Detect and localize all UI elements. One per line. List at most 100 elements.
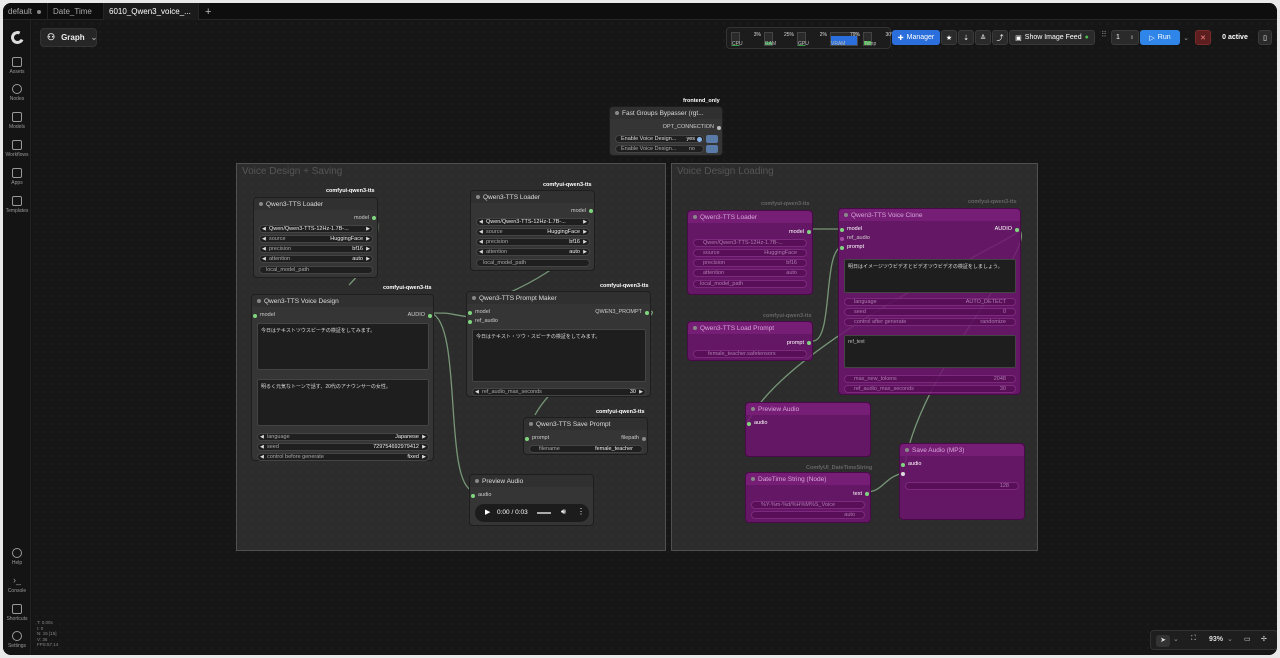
- toggle-panel-button[interactable]: ▯: [1258, 30, 1272, 45]
- show-image-feed-button[interactable]: ▣Show Image Feed●: [1009, 30, 1095, 45]
- node-qwen3-tts-save-prompt[interactable]: Qwen3-TTS Save Prompt prompt filepath fi…: [523, 417, 648, 455]
- node-fast-groups-bypasser[interactable]: Fast Groups Bypasser (rgt... OPT_CONNECT…: [609, 106, 723, 156]
- sidebar-item-shortcuts[interactable]: Shortcuts: [3, 604, 31, 622]
- node-header[interactable]: Qwen3-TTS Loader: [254, 198, 377, 210]
- local-model-path-input[interactable]: local_model_path: [259, 266, 373, 274]
- ref-text-input[interactable]: 今日はテキスト・ツウ・スピーチの検証をしてみます。: [472, 329, 646, 382]
- node-header[interactable]: Qwen3-TTS Voice Design: [252, 295, 433, 307]
- output-slot[interactable]: [372, 216, 376, 220]
- instruct-input[interactable]: 明るく元気なトーンで話す、20代のアナウンサーの女性。: [257, 379, 429, 426]
- output-slot[interactable]: [642, 437, 646, 441]
- stack-button[interactable]: ≙: [975, 30, 991, 45]
- toggle-row[interactable]: Enable Voice Design... no: [615, 145, 704, 153]
- queue-active-button[interactable]: 0 active: [1216, 30, 1254, 45]
- select-tool-icon[interactable]: ➤: [1156, 635, 1170, 647]
- node-save-audio-mp3[interactable]: Save Audio (MP3) audio 128: [899, 443, 1025, 520]
- input-slot[interactable]: [253, 314, 257, 318]
- node-qwen3-tts-voice-clone[interactable]: Qwen3-TTS Voice Clone model ref_audio pr…: [838, 208, 1021, 395]
- audio-progress-bar[interactable]: [537, 512, 551, 514]
- graph-view-button[interactable]: ⚇ Graph ⌄: [40, 28, 97, 47]
- minimap-icon[interactable]: ▭: [1244, 636, 1251, 643]
- favorites-button[interactable]: ★: [941, 30, 957, 45]
- model-select[interactable]: Qwen/Qwen3-TTS-12Hz-1.7B-...: [693, 239, 807, 247]
- stepper-arrows-icon[interactable]: ⇕: [1129, 34, 1134, 41]
- audio-player[interactable]: ▶ 0:00 / 0:03 🔊︎ ⋮: [475, 504, 589, 522]
- node-preview-audio-bypassed[interactable]: Preview Audio audio: [745, 402, 871, 457]
- more-options-icon[interactable]: ⋮: [577, 507, 585, 516]
- sidebar-item-models[interactable]: Models: [3, 112, 31, 130]
- navigate-arrow-icon[interactable]: [706, 135, 718, 143]
- node-header[interactable]: Qwen3-TTS Loader: [688, 211, 812, 223]
- play-icon[interactable]: ▶: [485, 509, 491, 516]
- node-datetime-string[interactable]: DateTime String (Node) text %Y-%m-%d/%H%…: [745, 472, 871, 523]
- output-slot[interactable]: [807, 341, 811, 345]
- bitrate-select[interactable]: 128: [905, 482, 1019, 490]
- node-header[interactable]: Preview Audio: [746, 403, 870, 415]
- output-slot[interactable]: [589, 209, 593, 213]
- input-slot[interactable]: [840, 237, 844, 241]
- chevron-down-icon[interactable]: ⌄: [1173, 636, 1179, 643]
- node-header[interactable]: Preview Audio: [470, 475, 593, 487]
- drag-handle-icon[interactable]: ⠿: [1101, 30, 1107, 39]
- sidebar-item-templates[interactable]: Templates: [3, 196, 31, 214]
- local-model-path-input[interactable]: local_model_path: [476, 259, 590, 267]
- manager-button[interactable]: ✚Manager: [892, 30, 940, 45]
- input-slot[interactable]: [901, 472, 905, 476]
- cancel-button[interactable]: ✕: [1195, 30, 1211, 45]
- node-header[interactable]: Qwen3-TTS Loader: [471, 191, 594, 203]
- model-download-button[interactable]: ⇣: [958, 30, 974, 45]
- volume-icon[interactable]: 🔊︎: [561, 507, 567, 516]
- node-header[interactable]: Qwen3-TTS Save Prompt: [524, 418, 647, 430]
- sidebar-item-assets[interactable]: Assets: [3, 57, 31, 75]
- text-input[interactable]: 明日はイメージツウビデオとビデオツウビデオの検証をしましょう。: [844, 259, 1016, 293]
- node-header[interactable]: Qwen3-TTS Load Prompt: [688, 322, 812, 334]
- run-button[interactable]: ▷Run: [1140, 30, 1180, 45]
- new-tab-button[interactable]: +: [205, 5, 212, 18]
- sidebar-item-nodes[interactable]: Nodes: [3, 84, 31, 102]
- tab-date-time[interactable]: Date_Time: [48, 3, 104, 20]
- input-slot[interactable]: [840, 246, 844, 250]
- model-select[interactable]: ◀Qwen/Qwen3-TTS-12Hz-1.7B-...▶: [259, 225, 373, 233]
- run-options-chevron-icon[interactable]: ⌄: [1183, 34, 1189, 42]
- node-preview-audio[interactable]: Preview Audio audio ▶ 0:00 / 0:03 🔊︎ ⋮: [469, 474, 594, 526]
- local-model-path-input[interactable]: local_model_path: [693, 280, 807, 288]
- sidebar-item-help[interactable]: Help: [3, 548, 31, 566]
- queue-count-stepper[interactable]: 1⇕: [1111, 30, 1139, 45]
- node-qwen3-tts-prompt-maker[interactable]: Qwen3-TTS Prompt Maker model ref_audio Q…: [466, 291, 651, 397]
- format-input[interactable]: %Y-%m-%d/%H%M%S_Voice: [751, 501, 865, 509]
- prompt-file-select[interactable]: female_teacher.safetensors: [693, 350, 807, 358]
- toggle-row[interactable]: Enable Voice Design... yes: [615, 135, 704, 143]
- output-slot[interactable]: [865, 492, 869, 496]
- node-qwen3-tts-load-prompt[interactable]: Qwen3-TTS Load Prompt prompt female_teac…: [687, 321, 813, 361]
- tab-default[interactable]: default: [3, 3, 48, 20]
- output-slot[interactable]: [807, 230, 811, 234]
- sidebar-item-console[interactable]: ›_Console: [3, 576, 31, 595]
- output-slot[interactable]: [645, 311, 649, 315]
- input-slot[interactable]: [525, 437, 529, 441]
- model-select[interactable]: ◀Qwen/Qwen3-TTS-12Hz-1.7B-...▶: [476, 218, 590, 226]
- chevron-down-icon[interactable]: ⌄: [1227, 636, 1233, 643]
- input-slot[interactable]: [468, 311, 472, 315]
- input-slot[interactable]: [747, 422, 751, 426]
- input-slot[interactable]: [840, 228, 844, 232]
- sidebar-item-workflows[interactable]: Workflows: [3, 140, 31, 158]
- output-slot[interactable]: [428, 314, 432, 318]
- input-slot[interactable]: [468, 320, 472, 324]
- input-slot[interactable]: [471, 494, 475, 498]
- node-header[interactable]: Fast Groups Bypasser (rgt...: [610, 107, 722, 119]
